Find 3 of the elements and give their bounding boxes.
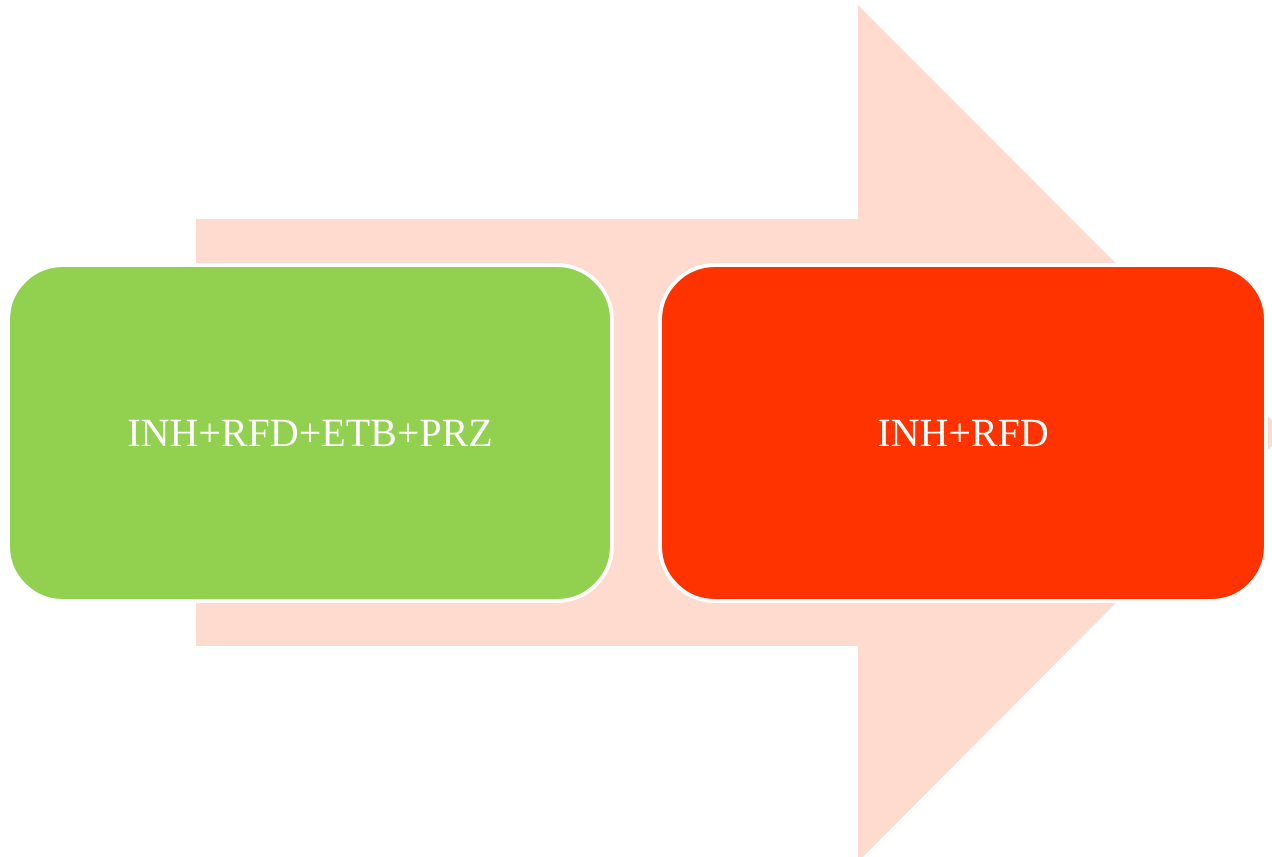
process-box: INH+RFD [658,263,1268,603]
block-arrow [196,5,1272,857]
process-box: INH+RFD+ETB+PRZ [6,263,614,603]
